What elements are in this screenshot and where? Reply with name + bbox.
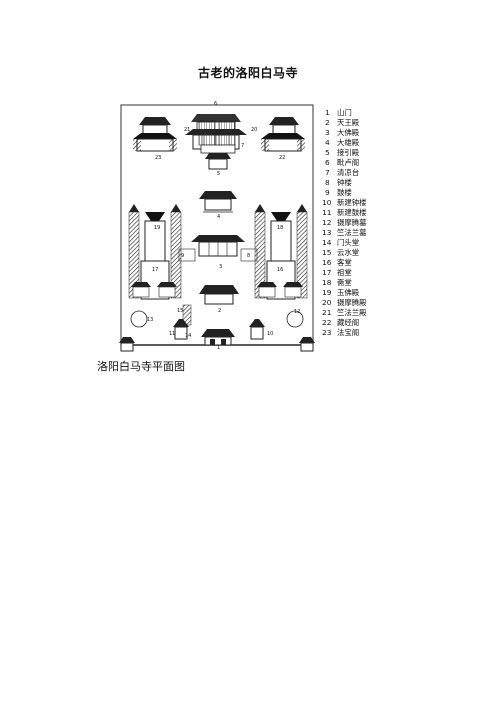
plan-marker-3: 3 [219,264,222,270]
legend-name-17: 祖堂 [337,268,352,277]
legend-num-20: 20 [322,298,332,307]
plan-marker-20: 20 [251,127,257,133]
building-7 [200,144,236,154]
legend-name-3: 大佛殿 [337,128,360,137]
building-4 [199,191,237,213]
building-12 [286,310,304,328]
legend-name-19: 玉佛殿 [337,288,360,297]
legend-num-16: 16 [322,258,332,267]
legend-num-3: 3 [325,128,330,137]
legend-num-6: 6 [325,158,330,167]
temple-plan-figure: 6 21 20 23 22 7 5 4 19 18 9 8 3 17 16 2 … [119,99,378,354]
legend-num-21: 21 [322,308,332,317]
gate-towers [119,337,315,352]
legend-name-5: 接引殿 [337,148,360,157]
building-2 [199,285,239,305]
legend-name-16: 客堂 [337,258,352,267]
plan-marker-4: 4 [217,214,220,220]
legend-name-13: 竺法兰墓 [337,228,367,237]
plan-marker-23: 23 [155,155,161,161]
legend-num-19: 19 [322,288,332,297]
plan-marker-7: 7 [241,143,244,149]
plan-marker-19: 19 [154,225,160,231]
legend-num-17: 17 [322,268,332,277]
legend-num-8: 8 [325,178,330,187]
plan-marker-11: 11 [169,331,175,337]
legend-num-18: 18 [322,278,332,287]
temple-plan-svg: 6 21 20 23 22 7 5 4 19 18 9 8 3 17 16 2 … [119,101,367,352]
legend-name-15: 云水堂 [337,248,359,257]
building-3 [191,235,245,257]
legend-name-8: 钟楼 [337,178,352,187]
legend-name-2: 天王殿 [337,118,360,127]
legend-name-10: 新建钟楼 [337,198,367,207]
plan-marker-18: 18 [277,225,283,231]
legend-name-1: 山门 [337,108,352,117]
building-13 [130,310,148,328]
building-20 [218,120,236,146]
legend-num-14: 14 [322,238,332,247]
plan-marker-9: 9 [181,253,184,259]
building-23 [133,117,177,152]
legend-name-14: 门头堂 [337,238,359,247]
legend-name-6: 毗卢阁 [337,158,359,167]
legend-num-9: 9 [325,188,330,197]
plan-marker-22: 22 [279,155,285,161]
legend-num-4: 4 [325,138,330,147]
plan-top-label: 6 [214,101,217,107]
legend-name-20: 摄摩腾殿 [337,298,367,307]
building-6 [185,114,247,150]
building-1 [201,329,235,346]
legend-num-1: 1 [325,108,330,117]
plan-marker-12: 12 [294,309,300,315]
legend-name-11: 新建鼓楼 [337,208,367,217]
legend-name-21: 竺法兰殿 [337,308,367,317]
legend-name-9: 鼓楼 [337,188,352,197]
document-title: 古老的洛阳白马寺 [197,66,298,80]
legend-num-2: 2 [325,118,330,127]
building-21 [198,120,216,146]
legend-num-10: 10 [322,198,332,207]
plan-marker-16: 16 [277,267,283,273]
legend-num-7: 7 [325,168,330,177]
building-19 [128,204,182,299]
plan-marker-13: 13 [147,317,153,323]
plan-marker-15: 15 [177,308,183,314]
legend-name-4: 大雄殿 [337,138,360,147]
figure-caption: 洛阳白马寺平面图 [97,360,185,373]
building-18 [254,204,308,299]
legend-num-11: 11 [322,208,332,217]
legend-name-18: 斋堂 [337,278,352,287]
legend-num-13: 13 [322,228,332,237]
plan-marker-5: 5 [217,171,220,177]
plan-marker-1: 1 [217,345,220,351]
building-10 [249,319,265,340]
plan-marker-8: 8 [247,253,250,259]
legend-num-22: 22 [322,318,331,327]
plan-marker-17: 17 [152,267,158,273]
building-22 [261,117,305,152]
legend-name-23: 法宝阁 [337,328,359,337]
legend-num-15: 15 [322,248,332,257]
legend: 1 山门 2 天王殿 3 大佛殿 4 大雄殿 5 接引殿 6 毗卢阁 7 清凉台… [322,108,367,337]
legend-num-12: 12 [322,218,331,227]
legend-num-23: 23 [322,328,332,337]
plan-marker-10: 10 [267,331,273,337]
legend-num-5: 5 [325,148,330,157]
building-15-row [131,282,303,298]
plan-marker-2: 2 [218,308,221,314]
legend-name-12: 摄摩腾墓 [337,218,367,227]
building-11 [173,319,189,340]
legend-name-22: 藏经阁 [337,318,359,327]
building-5 [205,153,231,170]
legend-name-7: 清凉台 [337,168,359,177]
plan-marker-21: 21 [184,127,190,133]
plan-marker-14: 14 [185,333,191,339]
